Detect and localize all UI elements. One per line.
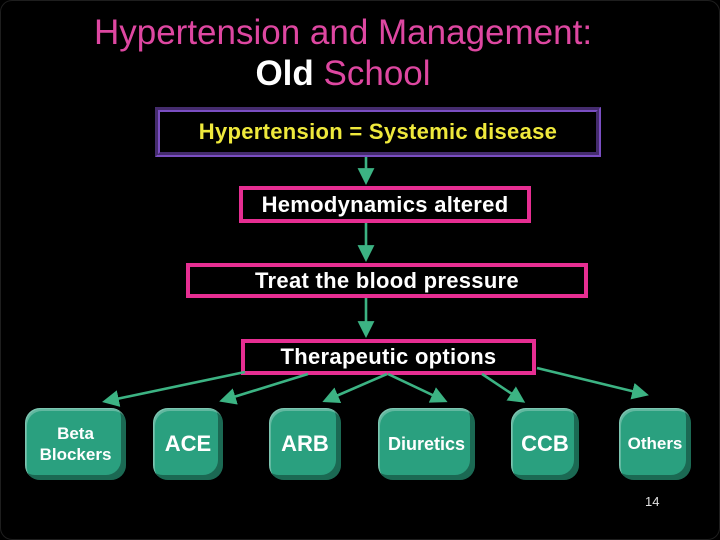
- connector-arrow-arb: [322, 372, 388, 404]
- option-label-ccb: CCB: [521, 431, 569, 457]
- option-label-beta-blockers: Beta Blockers: [39, 423, 112, 464]
- option-button-others: Others: [619, 408, 691, 480]
- slide-title-emphasis: Old: [255, 54, 314, 94]
- option-button-arb: ARB: [269, 408, 341, 480]
- slide-title-line1: Hypertension and Management:: [93, 13, 593, 52]
- connector-arrow-others: [536, 366, 649, 400]
- option-button-beta-blockers: Beta Blockers: [25, 408, 126, 480]
- option-label-arb: ARB: [281, 431, 329, 457]
- slide-title-line2: Old School: [1, 54, 685, 93]
- connector-arrow-ccb: [481, 372, 526, 403]
- flow-box-systemic-disease: Hypertension = Systemic disease: [155, 107, 601, 157]
- slide-title-line2-rest: School: [323, 54, 431, 94]
- connector-arrow-ace: [219, 372, 309, 405]
- flow-box-therapeutic-options: Therapeutic options: [241, 339, 536, 375]
- slide-page-number: 14: [645, 494, 660, 509]
- connector-arrow-beta-blockers: [102, 370, 246, 407]
- flow-box-treat-bp: Treat the blood pressure: [186, 263, 588, 298]
- option-button-ccb: CCB: [511, 408, 579, 480]
- option-button-ace: ACE: [153, 408, 223, 480]
- option-label-ace: ACE: [164, 431, 212, 457]
- option-label-diuretics: Diuretics: [387, 433, 466, 454]
- option-label-others: Others: [627, 434, 683, 454]
- option-button-diuretics: Diuretics: [378, 408, 475, 480]
- flow-box-hemodynamics: Hemodynamics altered: [239, 186, 531, 223]
- connector-arrow-diuretics: [387, 372, 448, 403]
- slide-title: Hypertension and Management: Old School: [1, 13, 685, 93]
